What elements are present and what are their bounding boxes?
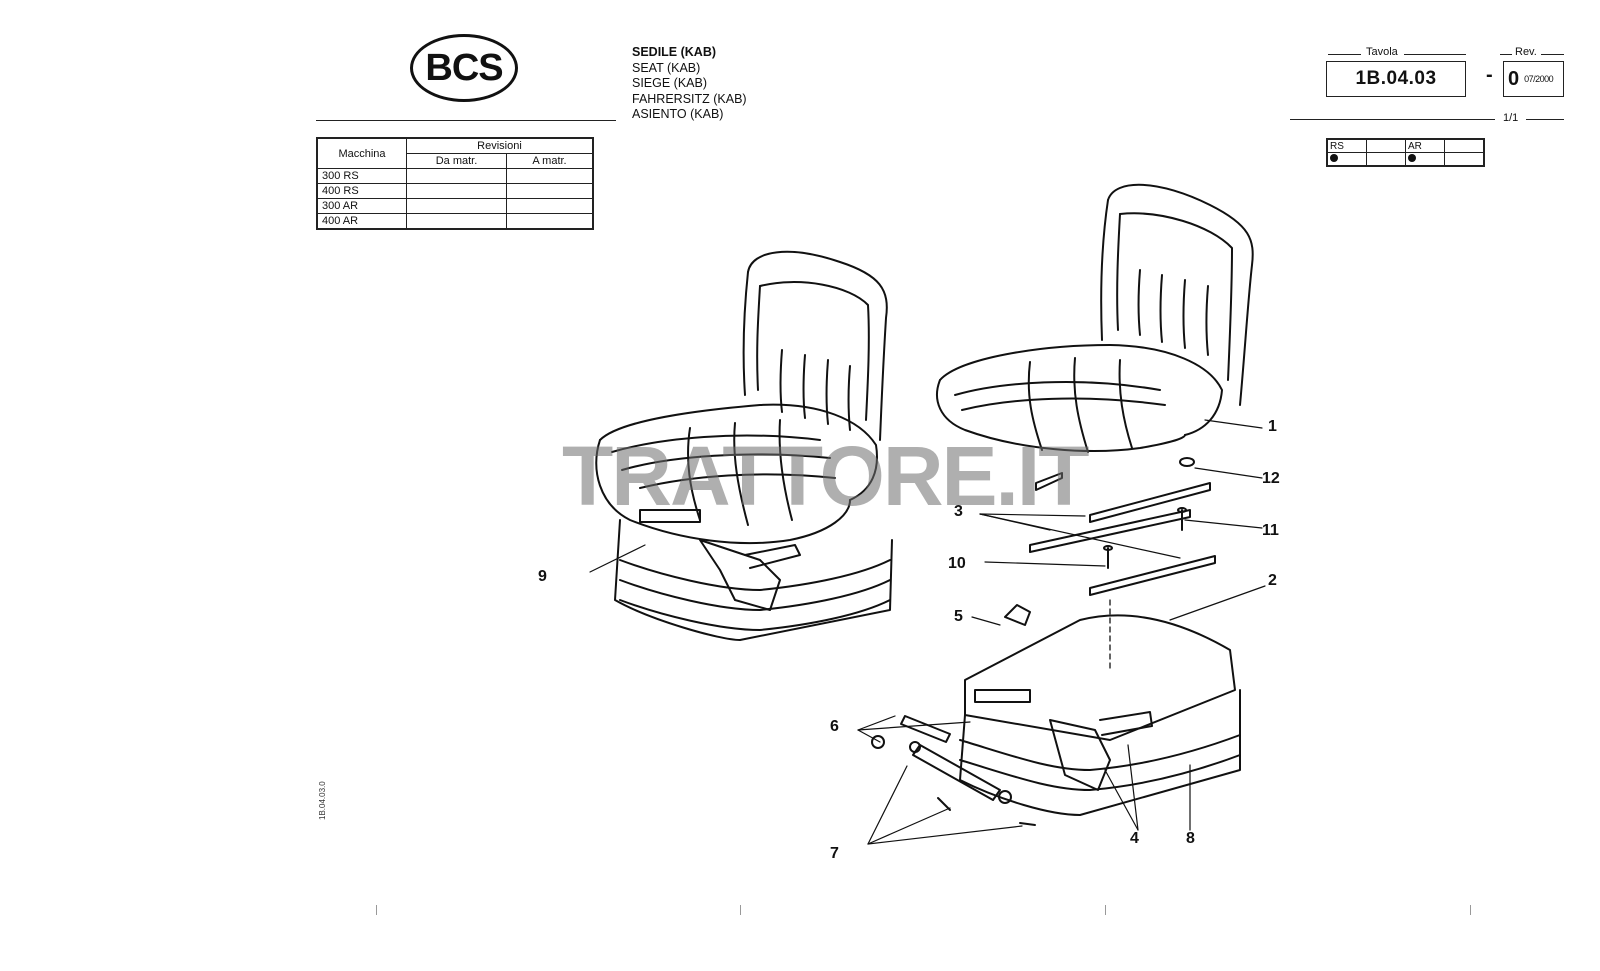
seat-titles: SEDILE (KAB) SEAT (KAB) SIEGE (KAB) FAHR… <box>632 45 747 123</box>
bushing-part <box>1179 457 1195 467</box>
watermark: TRATTORE.IT <box>562 429 1090 523</box>
indicator-mark <box>1444 152 1485 167</box>
tractor-seat-icon <box>595 250 893 641</box>
machine-cell: 300 RS <box>316 168 407 184</box>
bcs-logo: BCS <box>410 34 518 102</box>
col-machine: Macchina <box>316 137 407 169</box>
page-line-left <box>1290 119 1495 120</box>
pins <box>871 715 1036 826</box>
suspension-base <box>959 614 1241 816</box>
callout-10: 10 <box>948 555 966 572</box>
knob-part <box>1004 604 1031 626</box>
rev-value: 0 <box>1508 67 1520 90</box>
sheet-dash: - <box>1486 64 1493 86</box>
col-from: Da matr. <box>406 153 507 169</box>
callout-5: 5 <box>954 608 963 625</box>
callout-1: 1 <box>1268 418 1277 435</box>
title-en: SEAT (KAB) <box>632 60 701 75</box>
machine-revision-table: Macchina Revisioni Da matr. A matr. 300 … <box>316 137 594 230</box>
indicator-mark <box>1405 152 1445 167</box>
callout-7: 7 <box>830 845 839 862</box>
filled-dot-icon <box>1330 153 1338 162</box>
tavola-line-left <box>1328 54 1361 55</box>
title-es: ASIENTO (KAB) <box>632 107 724 121</box>
callout-9: 9 <box>538 568 547 585</box>
title-it: SEDILE (KAB) <box>632 45 717 59</box>
rev-line-right <box>1541 54 1564 55</box>
rev-box: 0 07/2000 <box>1503 61 1564 97</box>
tavola-value: 1B.04.03 <box>1326 61 1466 97</box>
callout-2: 2 <box>1268 572 1277 589</box>
page-number: 1/1 <box>1503 112 1519 124</box>
logo-text: BCS <box>425 46 503 89</box>
callout-3: 3 <box>954 503 963 520</box>
seat-rails <box>1029 472 1216 596</box>
table-row: 400 AR <box>316 213 594 230</box>
tavola-label: Tavola <box>1366 46 1398 58</box>
leader-lines <box>589 419 1266 845</box>
machine-cell: 400 AR <box>316 213 407 230</box>
drawing-code: 1B.04.03.0 <box>318 781 327 820</box>
callout-8: 8 <box>1186 830 1195 847</box>
tick-mark <box>1105 905 1106 915</box>
tractor-seat-exploded-icon <box>936 183 1254 453</box>
rev-date: 07/2000 <box>1524 74 1554 84</box>
table-row: 300 RS <box>316 168 594 184</box>
page-line-right <box>1526 119 1564 120</box>
table-row: 300 AR <box>316 198 594 214</box>
screws <box>1103 507 1187 569</box>
machine-cell: 300 AR <box>316 198 407 214</box>
rev-label: Rev. <box>1515 46 1537 58</box>
filled-dot-icon <box>1408 153 1416 162</box>
tick-mark <box>376 905 377 915</box>
title-de: FAHRERSITZ (KAB) <box>632 91 747 106</box>
tick-mark <box>740 905 741 915</box>
model-indicator-table: RS AR <box>1326 138 1485 167</box>
tick-mark <box>1470 905 1471 915</box>
rev-line-left <box>1500 54 1512 55</box>
callout-6: 6 <box>830 718 839 735</box>
tavola-line-right <box>1404 54 1466 55</box>
indicator-mark <box>1326 152 1367 167</box>
callout-11: 11 <box>1262 522 1279 539</box>
title-fr: SIEGE (KAB) <box>632 76 708 90</box>
logo-underline <box>316 120 616 121</box>
callout-12: 12 <box>1262 470 1280 487</box>
callout-4: 4 <box>1130 830 1139 847</box>
